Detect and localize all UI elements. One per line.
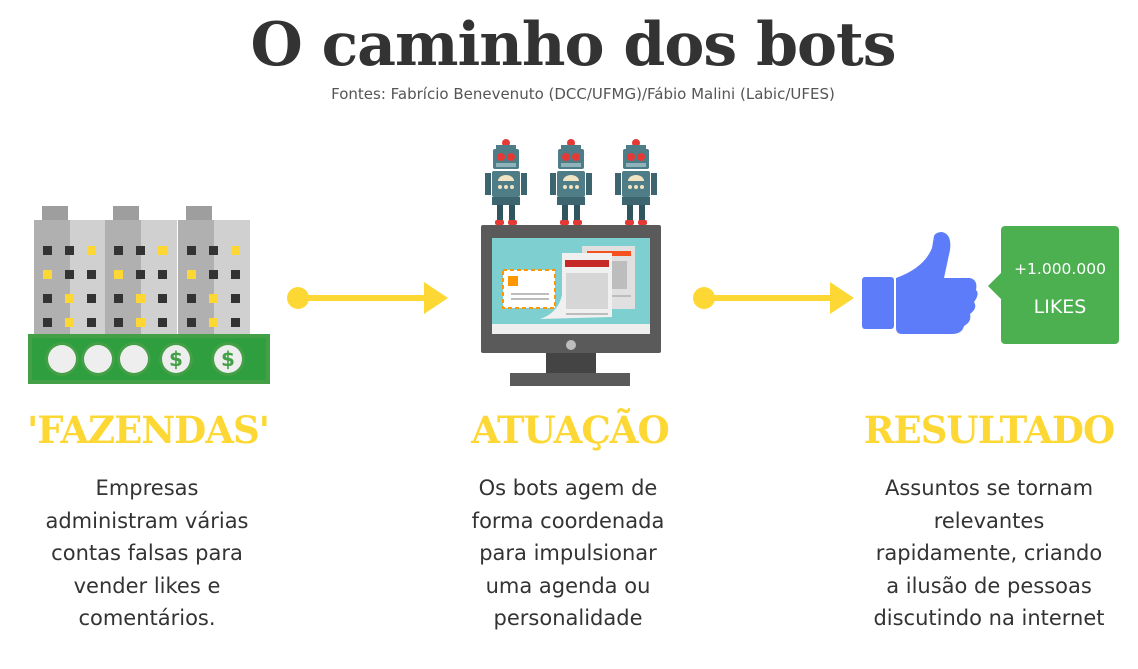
document-pages-icon bbox=[540, 246, 635, 319]
likes-label: LIKES bbox=[1033, 296, 1087, 318]
description-line: vender likes e bbox=[73, 573, 221, 598]
description-line: discutindo na internet bbox=[873, 606, 1105, 630]
description-line: rapidamente, criando bbox=[875, 541, 1103, 565]
email-envelope-icon bbox=[502, 269, 556, 309]
money-bills: $$ bbox=[28, 334, 270, 384]
step-description-fazendas: Empresas administram várias contas falsa… bbox=[0, 472, 294, 635]
description-line: administram várias bbox=[45, 508, 249, 533]
windows bbox=[43, 246, 240, 327]
arrow-right-icon bbox=[287, 282, 448, 314]
description-line: Assuntos se tornam bbox=[884, 476, 1094, 500]
description-line: uma agenda ou bbox=[485, 573, 651, 598]
thumbs-up-icon bbox=[862, 232, 978, 334]
step-description-resultado: Assuntos se tornam relevantes rapidament… bbox=[840, 472, 1138, 635]
robots-monitor-icon bbox=[481, 139, 661, 386]
likes-badge-pointer bbox=[988, 272, 1002, 300]
page-title: O caminho dos bots bbox=[250, 10, 896, 80]
description-line: Empresas bbox=[95, 476, 199, 500]
sources-caption: Fontes: Fabrício Benevenuto (DCC/UFMG)/F… bbox=[331, 85, 835, 103]
likes-badge: +1.000.000 LIKES bbox=[1001, 226, 1119, 344]
robot-icon bbox=[615, 139, 657, 225]
description-line: relevantes bbox=[933, 508, 1045, 533]
robot-icon bbox=[485, 139, 527, 225]
description-line: comentários. bbox=[78, 606, 216, 630]
buildings-money-icon: $$ bbox=[28, 206, 270, 384]
arrow-right-icon bbox=[693, 282, 854, 314]
description-line: para impulsionar bbox=[479, 541, 657, 565]
likes-count: +1.000.000 bbox=[1014, 260, 1106, 278]
step-heading-atuacao: ATUAÇÃO bbox=[471, 408, 669, 452]
step-description-atuacao: Os bots agem de forma coordenada para im… bbox=[420, 472, 716, 635]
svg-text:$: $ bbox=[169, 347, 183, 371]
description-line: personalidade bbox=[493, 606, 643, 630]
robot-icon bbox=[550, 139, 592, 225]
description-line: contas falsas para bbox=[51, 541, 243, 565]
svg-text:$: $ bbox=[221, 347, 235, 371]
description-line: Os bots agem de bbox=[478, 476, 658, 500]
description-line: forma coordenada bbox=[471, 508, 665, 533]
step-heading-fazendas: 'FAZENDAS' bbox=[26, 408, 270, 452]
description-line: a ilusão de pessoas bbox=[886, 573, 1092, 598]
step-heading-resultado: RESULTADO bbox=[863, 408, 1115, 452]
